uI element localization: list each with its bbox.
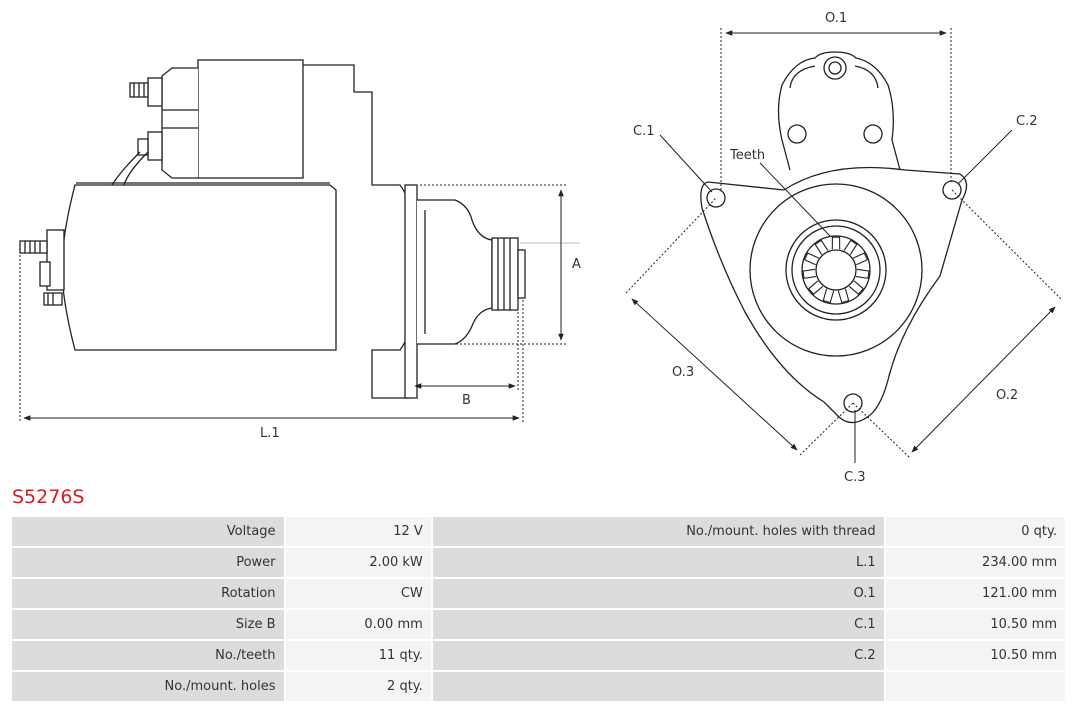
spec-value: 234.00 mm (885, 548, 1065, 577)
spec-label: C.1 (432, 610, 884, 639)
spec-value: CW (285, 579, 431, 608)
pinion-tooth (803, 252, 819, 266)
spec-label: No./teeth (12, 641, 284, 670)
spec-label: O.1 (432, 579, 884, 608)
spec-label: C.2 (432, 641, 884, 670)
pinion-tooth (855, 268, 870, 279)
pinion-tooth (837, 288, 850, 304)
pinion-tooth (802, 268, 817, 279)
spec-label: No./mount. holes with thread (432, 517, 884, 546)
product-code-title: S5276S (12, 486, 85, 508)
spec-value: 10.50 mm (885, 610, 1065, 639)
spec-label: Rotation (12, 579, 284, 608)
pinion-tooth (808, 280, 824, 295)
spec-value: 2 qty. (285, 672, 431, 701)
dim-o2-label: O.2 (996, 388, 1018, 403)
dim-c1-label: C.1 (633, 124, 654, 139)
spec-value: 0.00 mm (285, 610, 431, 639)
dim-a-label: A (572, 257, 581, 272)
spec-label: L.1 (432, 548, 884, 577)
spec-value: 2.00 kW (285, 548, 431, 577)
spec-value: 12 V (285, 517, 431, 546)
dim-o3-label: O.3 (672, 365, 694, 380)
spec-label: Size B (12, 610, 284, 639)
dim-o1-label: O.1 (825, 11, 847, 26)
front-view-dimensions (625, 28, 1063, 463)
dim-l1-label: L.1 (260, 426, 280, 441)
spec-label: Power (12, 548, 284, 577)
spec-label: No./mount. holes (12, 672, 284, 701)
spec-value: 11 qty. (285, 641, 431, 670)
spec-label (432, 672, 884, 701)
pinion-teeth (802, 236, 870, 304)
side-view-dimensions (19, 184, 580, 422)
dim-c3-label: C.3 (844, 470, 865, 485)
dim-b-label: B (462, 393, 471, 408)
pinion-tooth (853, 252, 869, 266)
spec-value: 121.00 mm (885, 579, 1065, 608)
pinion-tooth (814, 239, 829, 255)
side-view (19, 59, 526, 399)
spec-value: 10.50 mm (885, 641, 1065, 670)
spec-value (885, 672, 1065, 701)
pinion-tooth (843, 239, 858, 255)
pinion-tooth (831, 236, 841, 250)
pinion-tooth (848, 280, 864, 295)
dim-c2-label: C.2 (1016, 114, 1037, 129)
technical-drawing: A B L.1 O.1 C.1 C (19, 11, 1063, 485)
dim-teeth-label: Teeth (729, 148, 765, 163)
spec-label: Voltage (12, 517, 284, 546)
spec-value: 0 qty. (885, 517, 1065, 546)
pinion-tooth (822, 288, 835, 304)
